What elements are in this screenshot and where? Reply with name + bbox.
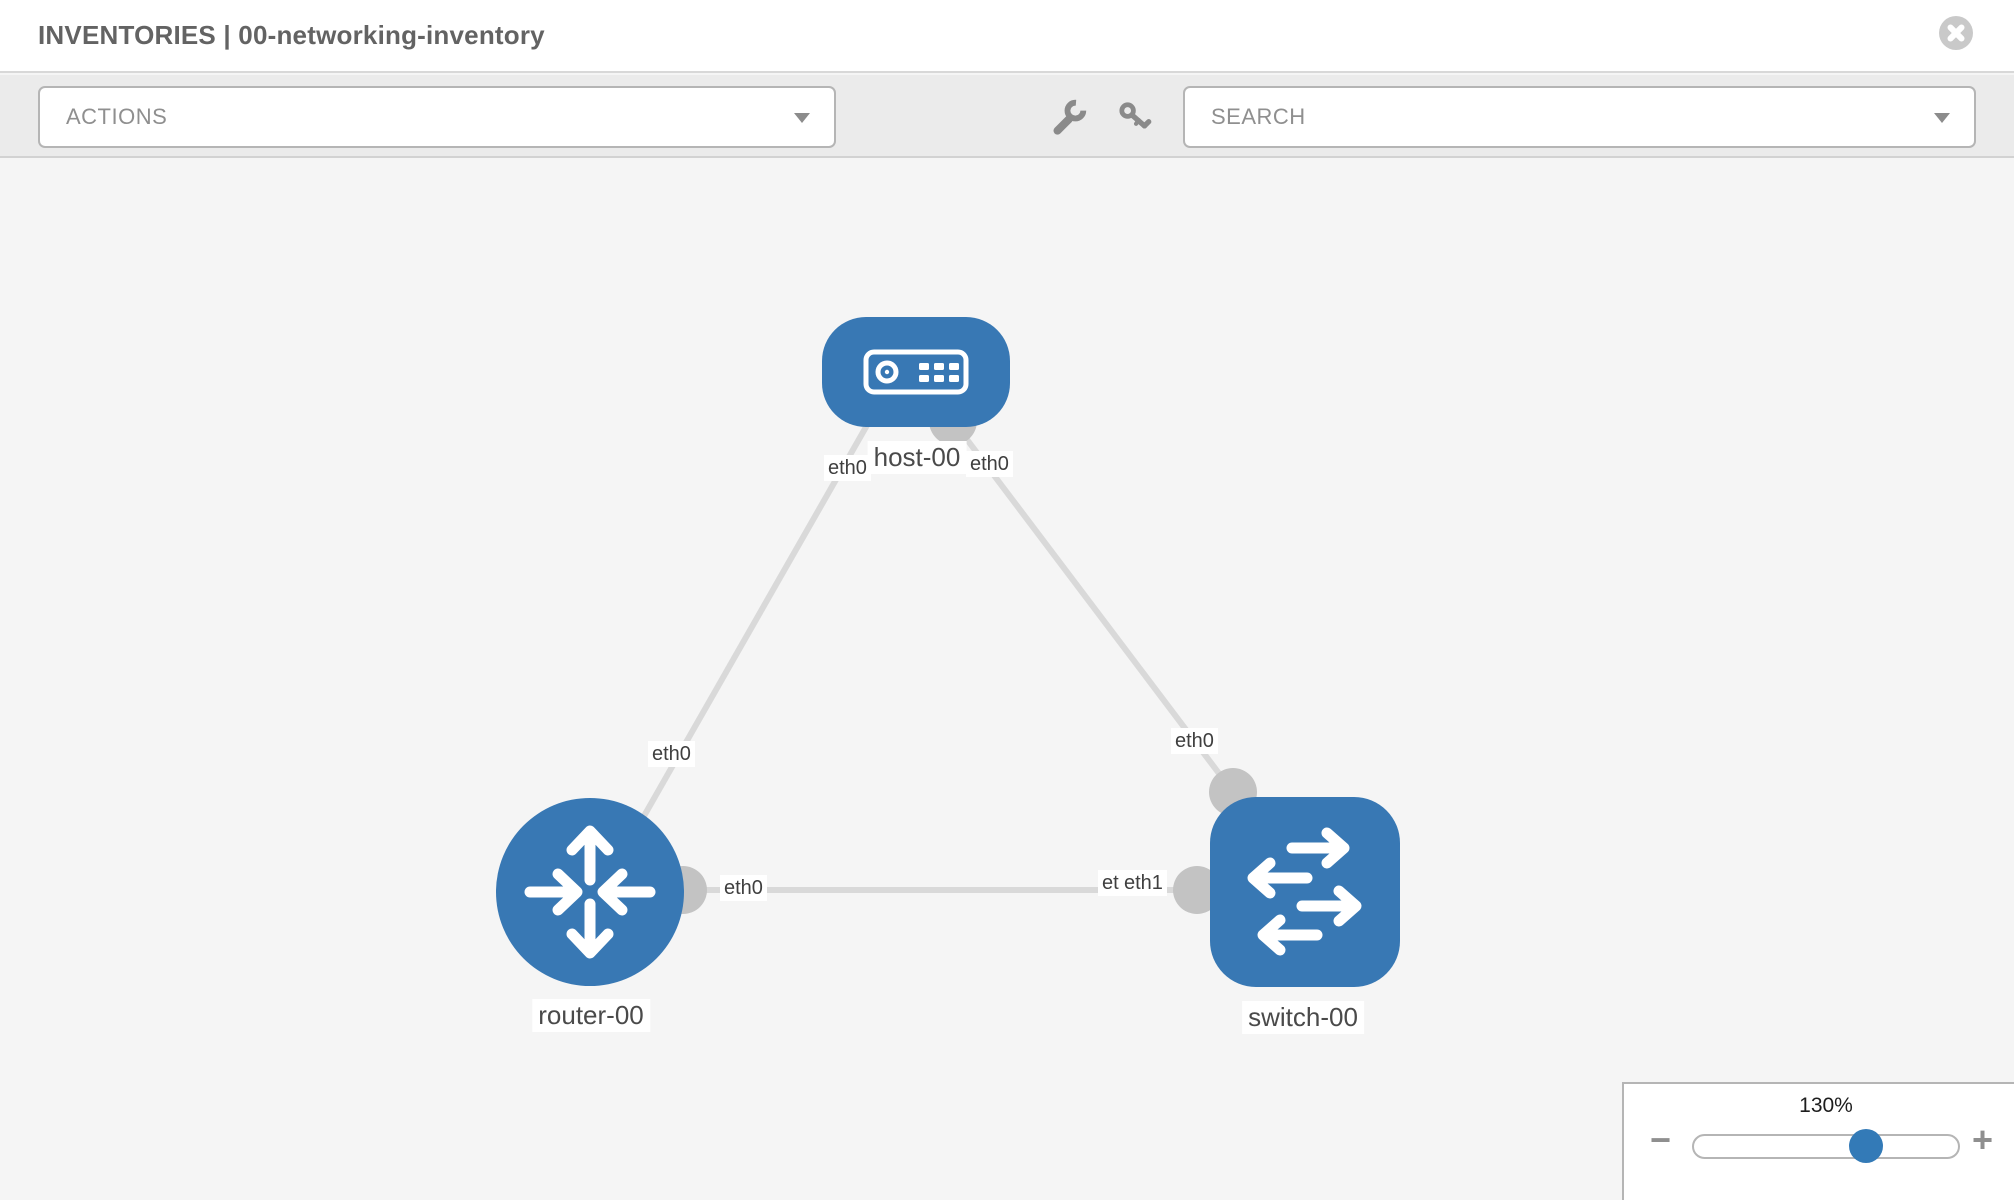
zoom-in-button[interactable]: + <box>1972 1119 1994 1160</box>
port-label-host-left: eth0 <box>824 455 871 481</box>
node-label-host: host-00 <box>867 441 967 474</box>
zoom-out-button[interactable]: − <box>1650 1119 1672 1160</box>
host-icon <box>863 349 969 395</box>
close-button[interactable] <box>1939 16 1973 50</box>
chevron-down-icon <box>794 113 810 123</box>
close-icon <box>1940 17 1972 49</box>
port-label-router-side: eth0 <box>720 875 767 901</box>
port-label-switch-left-front: eth1 <box>1120 870 1167 896</box>
chevron-down-icon <box>1934 113 1950 123</box>
topology-canvas[interactable]: host-00 router-00 switch-00 eth0 eth0 et… <box>0 158 2014 1200</box>
zoom-panel: 130% − + <box>1622 1082 2014 1200</box>
router-icon <box>524 825 656 959</box>
actions-dropdown-label: ACTIONS <box>66 104 168 129</box>
zoom-slider-thumb[interactable] <box>1849 1129 1883 1163</box>
wrench-icon <box>1053 99 1087 135</box>
switch-icon <box>1247 827 1362 956</box>
configure-button[interactable] <box>1049 99 1087 137</box>
node-label-router: router-00 <box>532 999 650 1032</box>
header-bar: INVENTORIES | 00-networking-inventory <box>0 0 2014 73</box>
links-layer <box>637 418 1236 893</box>
port-label-switch-top: eth0 <box>1171 728 1218 754</box>
key-button[interactable] <box>1116 99 1154 137</box>
search-placeholder: SEARCH <box>1211 104 1306 129</box>
actions-dropdown[interactable]: ACTIONS <box>38 86 836 148</box>
node-host-00[interactable] <box>822 317 1010 427</box>
search-dropdown[interactable]: SEARCH <box>1183 86 1976 148</box>
node-switch-00[interactable] <box>1210 797 1400 987</box>
zoom-slider-track[interactable] <box>1692 1134 1960 1159</box>
toolbar: ACTIONS SEARCH <box>0 75 2014 158</box>
key-icon <box>1119 102 1152 129</box>
node-label-switch: switch-00 <box>1242 1001 1364 1034</box>
port-label-host-router-link: eth0 <box>648 741 695 767</box>
node-router-00[interactable] <box>496 798 684 986</box>
zoom-level-value: 130% <box>1799 1094 1853 1117</box>
port-label-host-right: eth0 <box>966 451 1013 477</box>
page-title: INVENTORIES | 00-networking-inventory <box>38 20 545 50</box>
